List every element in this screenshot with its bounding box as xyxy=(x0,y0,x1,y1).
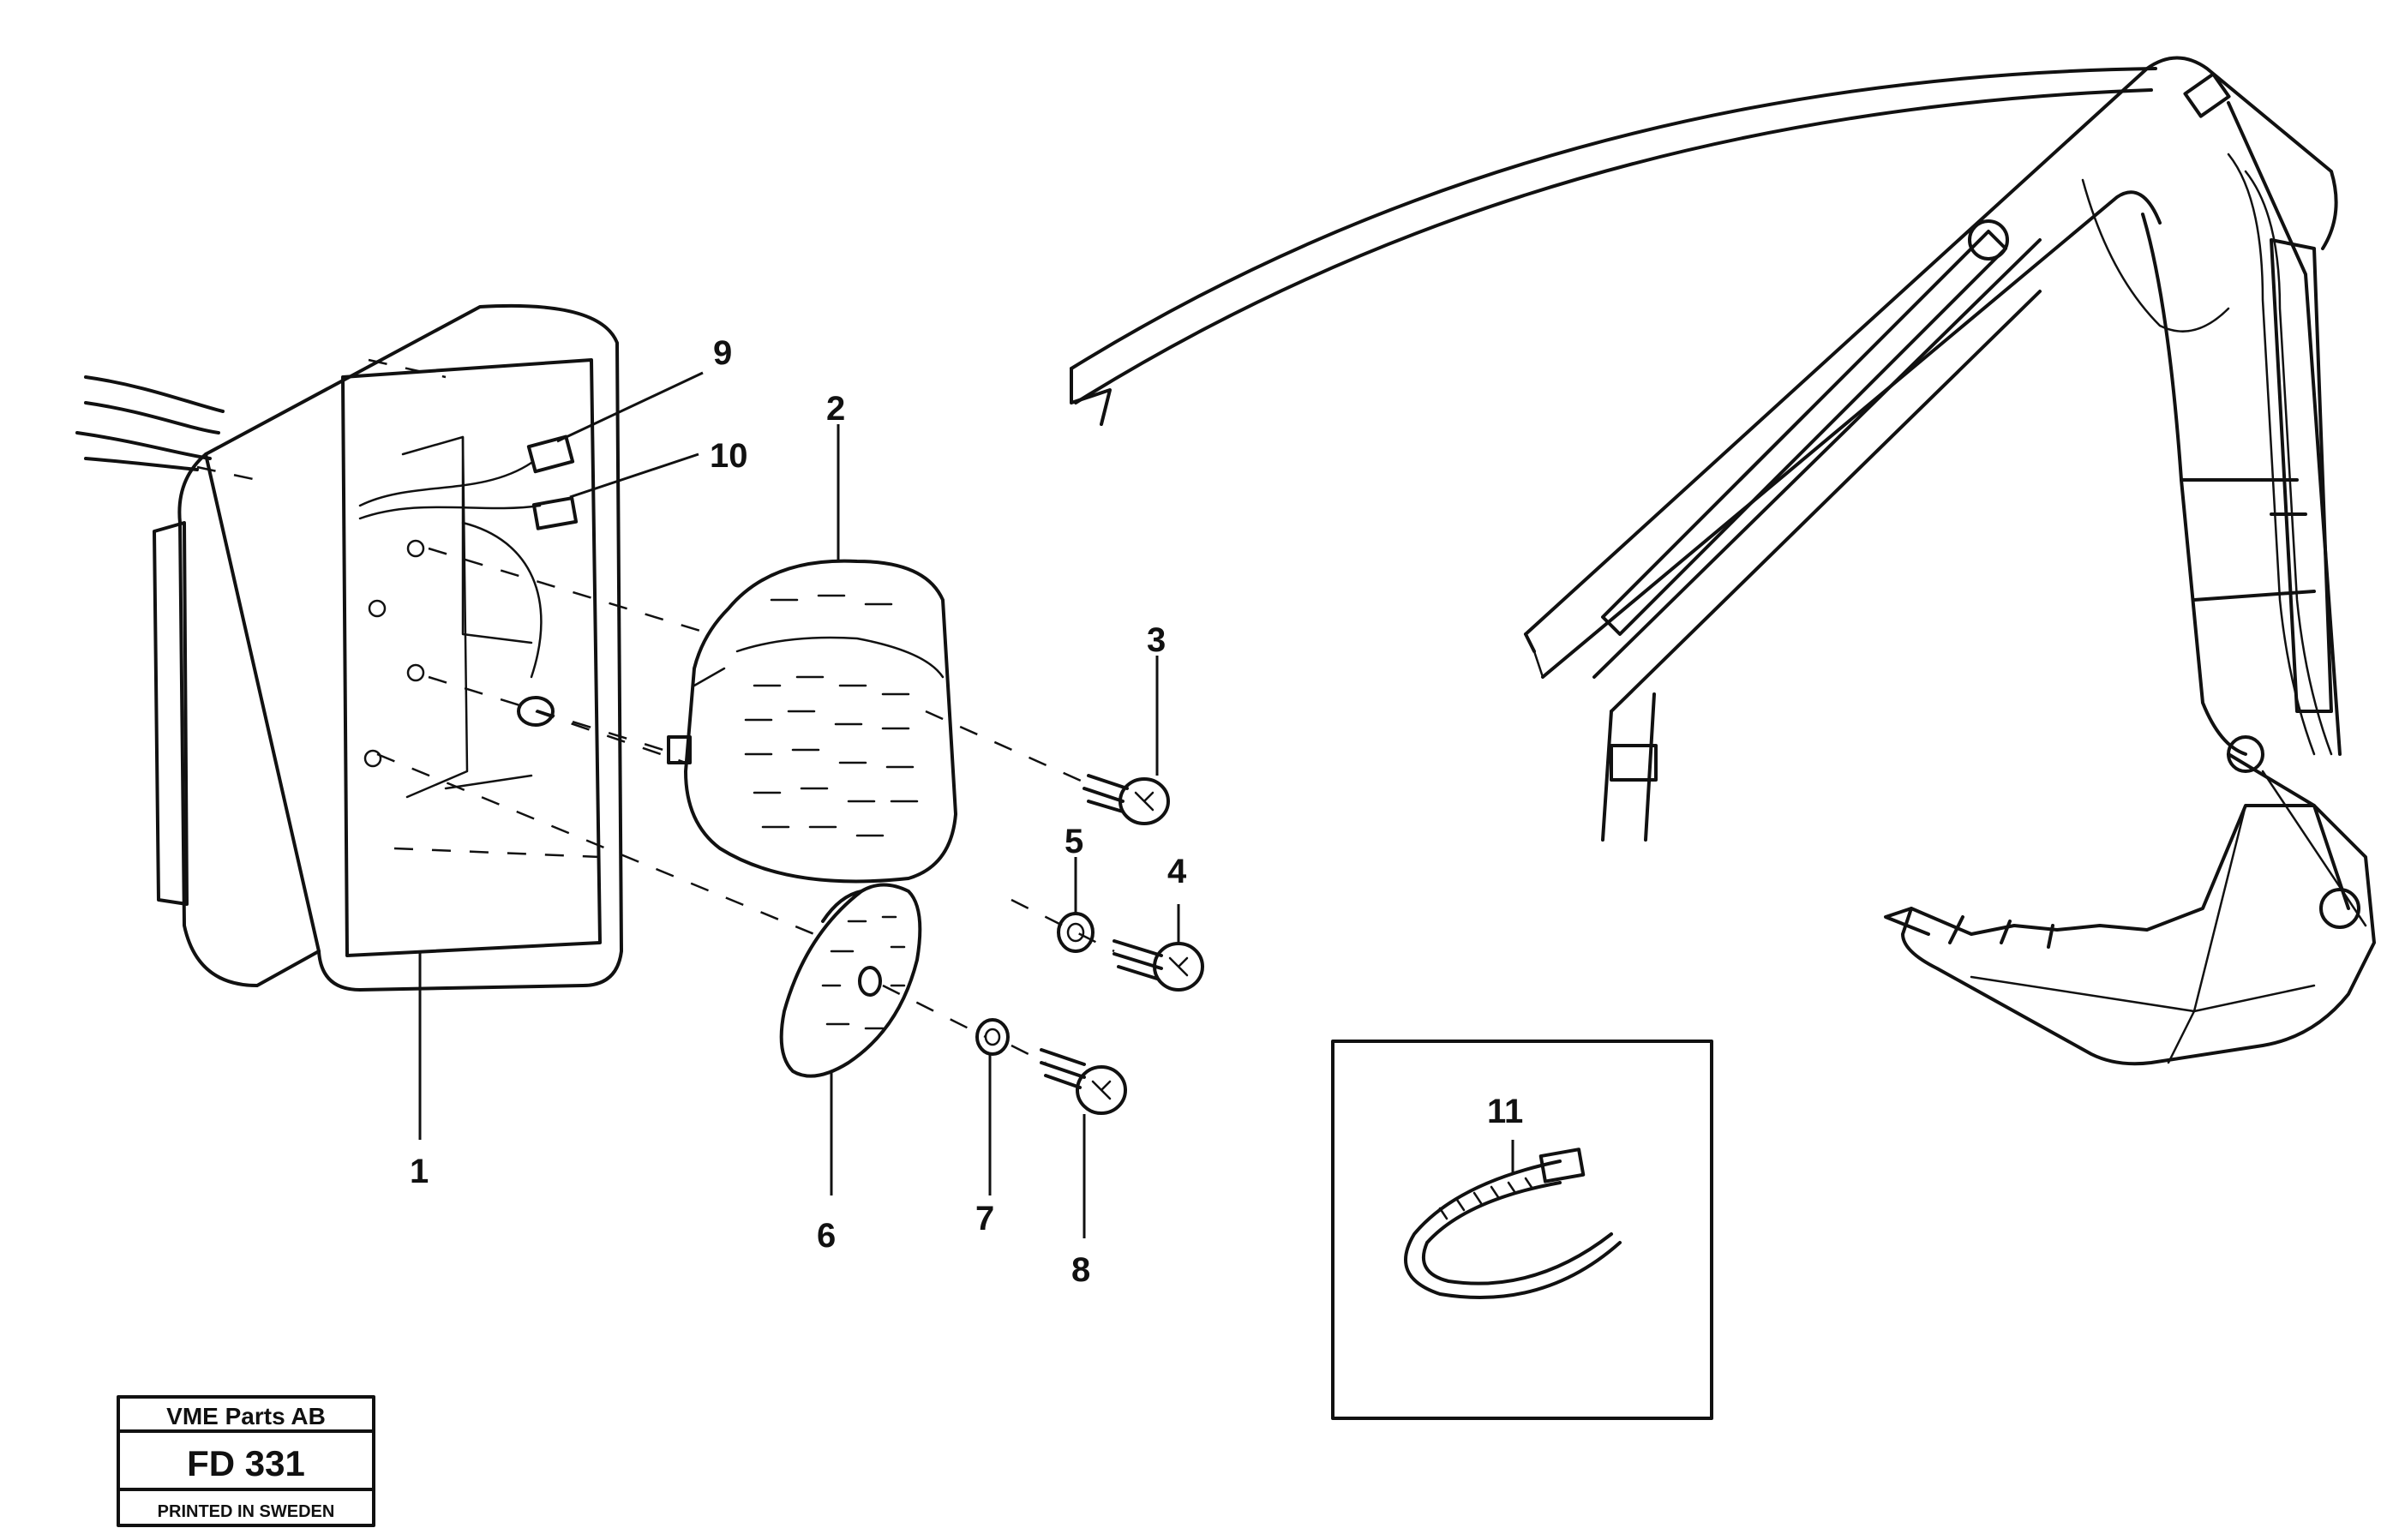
screw-part-4 xyxy=(1113,939,1204,992)
lamp-housing xyxy=(75,303,623,992)
callout-8: 8 xyxy=(1071,1251,1090,1289)
reflector-part-6 xyxy=(779,883,922,1078)
callout-5: 5 xyxy=(1065,823,1083,860)
callout-1: 1 xyxy=(410,1153,429,1190)
callout-11: 11 xyxy=(1487,1093,1523,1130)
callout-2: 2 xyxy=(826,390,845,428)
cable-tie-inset xyxy=(1331,1040,1713,1420)
stamp-company: VME Parts AB xyxy=(166,1403,326,1429)
washer-part-7 xyxy=(975,1018,1010,1056)
callout-4: 4 xyxy=(1167,853,1187,890)
excavator-arm xyxy=(1070,56,2376,1066)
stamp-code: FD 331 xyxy=(187,1443,305,1483)
callout-10: 10 xyxy=(710,437,748,475)
callout-7: 7 xyxy=(975,1200,994,1237)
screw-part-3 xyxy=(925,710,1170,825)
leader-lines xyxy=(418,371,1514,1238)
title-stamp: VME Parts AB FD 331 PRINTED IN SWEDEN xyxy=(117,1395,375,1527)
screw-part-8 xyxy=(1011,1044,1127,1115)
washer-part-5 xyxy=(1011,898,1115,953)
callout-6: 6 xyxy=(817,1217,836,1255)
callout-3: 3 xyxy=(1147,621,1166,659)
stamp-footer: PRINTED IN SWEDEN xyxy=(158,1502,335,1521)
lamp-lens xyxy=(667,559,957,884)
callout-9: 9 xyxy=(713,334,732,372)
